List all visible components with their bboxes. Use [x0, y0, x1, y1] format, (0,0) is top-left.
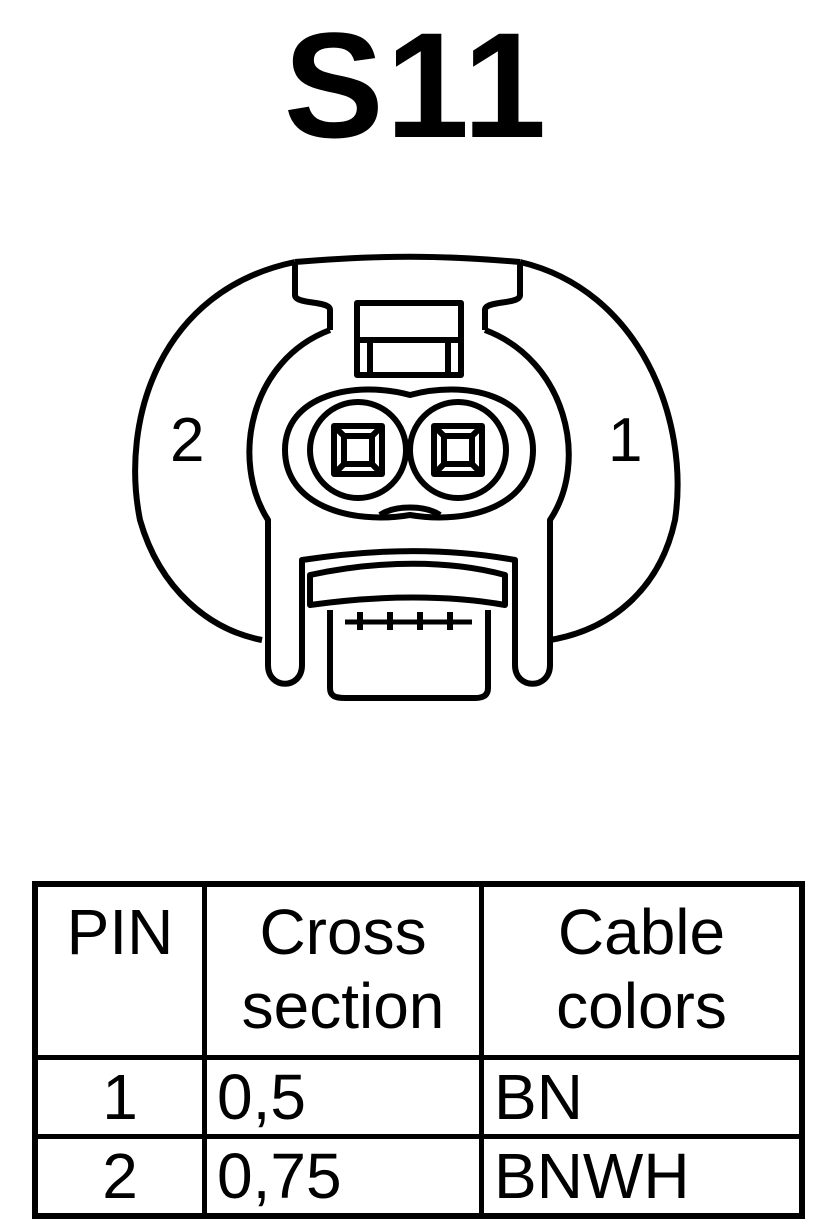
cell-cable-color: BNWH	[479, 1134, 805, 1219]
pin-label-2: 2	[170, 406, 205, 475]
terminal-2-square	[331, 423, 385, 477]
terminal-cavity-ring	[282, 386, 536, 521]
terminal-2-circle	[307, 399, 409, 501]
bottom-plug	[327, 610, 491, 701]
cell-cross-section: 0,5	[202, 1055, 484, 1139]
table-row: 1 0,5 BN	[32, 1055, 805, 1139]
cell-cross-section: 0,75	[202, 1134, 484, 1219]
connector-outer-housing	[132, 259, 681, 643]
terminal-1-square	[431, 423, 485, 477]
lower-key	[307, 560, 508, 608]
header-cross-section: Cross section	[202, 881, 484, 1060]
pin-label-1: 1	[608, 406, 643, 475]
pin-table-header-row: PIN Cross section Cable colors	[32, 881, 805, 1060]
pin-table: PIN Cross section Cable colors 1 0,5 BN …	[32, 881, 805, 1219]
cell-pin: 2	[32, 1134, 207, 1219]
latch-tab	[292, 253, 523, 330]
header-pin: PIN	[32, 881, 207, 1060]
connector-title: S11	[283, 1, 549, 169]
header-cable-colors: Cable colors	[479, 881, 805, 1060]
table-row: 2 0,75 BNWH	[32, 1134, 805, 1219]
connector-inner-body	[246, 327, 572, 687]
terminal-1-circle	[407, 399, 509, 501]
cell-cable-color: BN	[479, 1055, 805, 1139]
cell-pin: 1	[32, 1055, 207, 1139]
